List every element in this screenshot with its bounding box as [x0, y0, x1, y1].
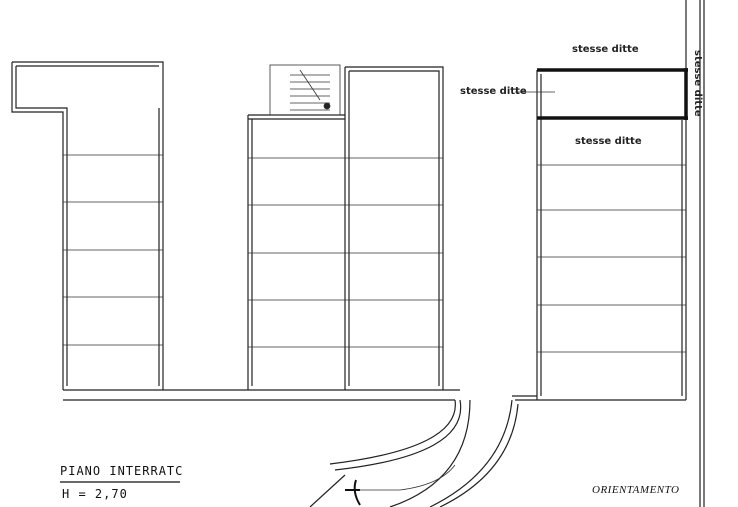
- right-parking-block: [515, 68, 688, 400]
- middle-parking-block: [247, 64, 444, 390]
- orientation-label: ORIENTAMENTO: [592, 484, 680, 496]
- staircase: [269, 64, 341, 116]
- north-arrow: [345, 479, 361, 506]
- label-stesse-ditte-top: stesse ditte: [572, 44, 639, 55]
- floor-title: PIANO INTERRATC: [60, 464, 184, 478]
- label-stesse-ditte-lower: stesse ditte: [575, 136, 642, 147]
- street-edge: [685, 0, 705, 507]
- label-stesse-ditte-vertical: stesse ditte: [692, 50, 703, 117]
- left-parking-block: [11, 61, 164, 390]
- ramp: [60, 389, 686, 507]
- label-stesse-ditte-middle: stesse ditte: [460, 86, 527, 97]
- floor-height: H = 2,70: [62, 487, 128, 501]
